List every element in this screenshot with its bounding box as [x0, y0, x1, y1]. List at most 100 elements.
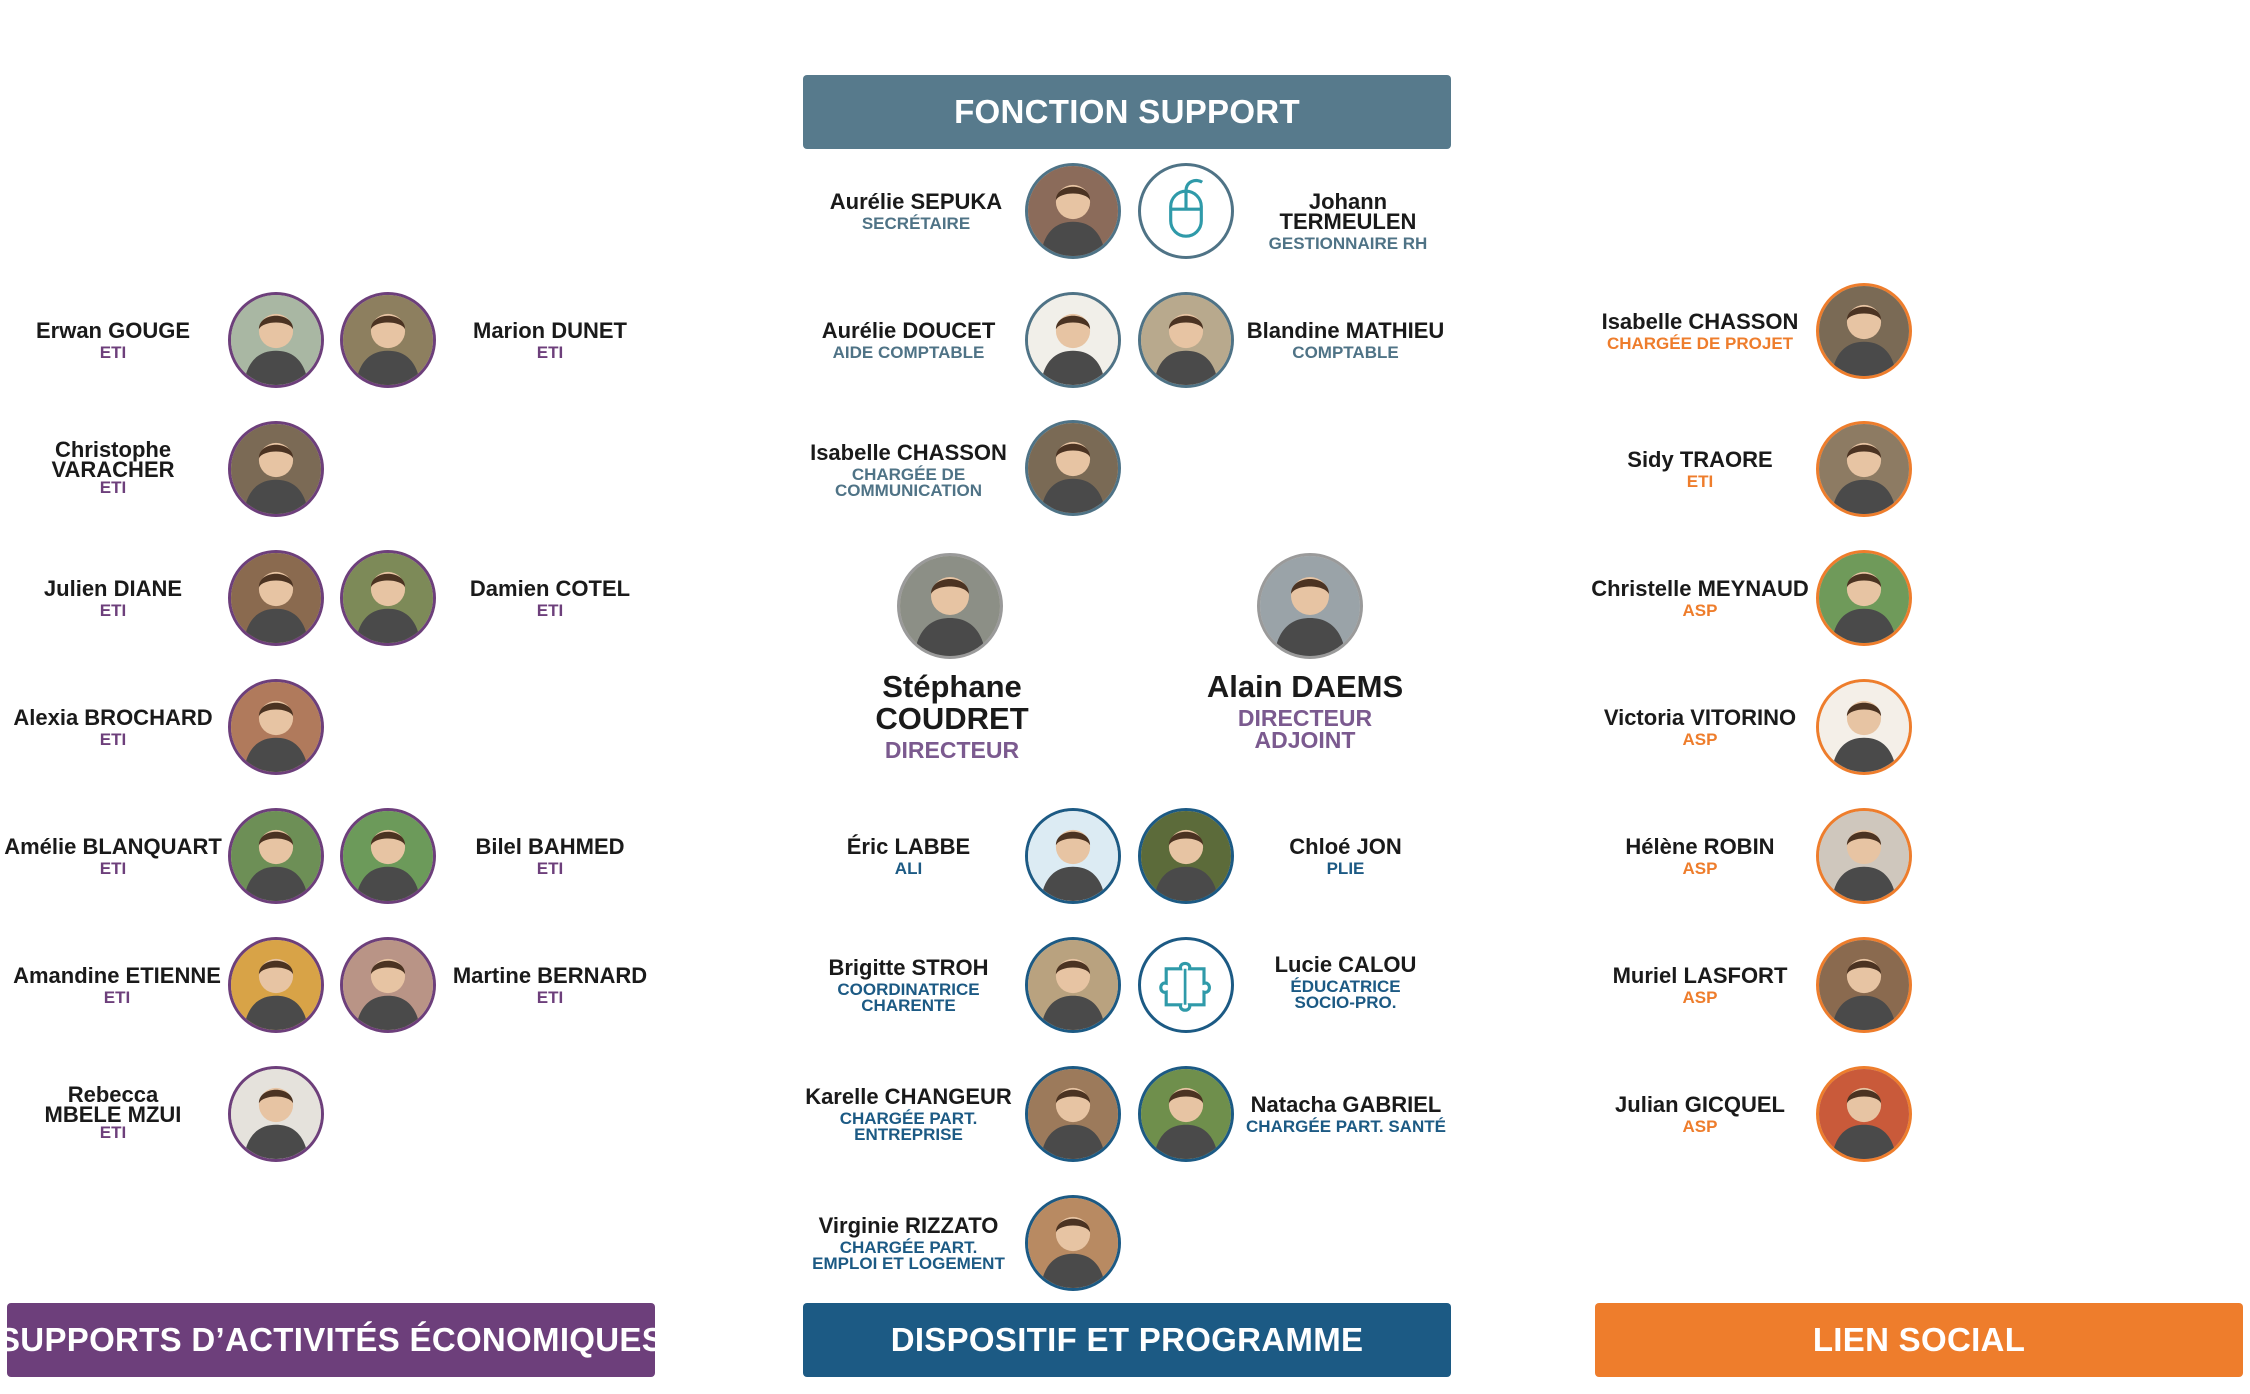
director-name: Stéphane COUDRET: [875, 669, 1029, 736]
person-name-line-1: Rebecca: [67, 1082, 159, 1107]
person-name: Sidy TRAORE: [1627, 447, 1773, 472]
director-role-line-1: DIRECTEUR: [1237, 705, 1373, 731]
avatar-bilel-bahmed: [340, 808, 436, 904]
avatar-blandine-mathieu: [1138, 292, 1234, 388]
avatar-eric-labbe: [1025, 808, 1121, 904]
person-rebecca-mbele-mzui: Rebecca MBELE MZUI ETI: [8, 1082, 218, 1142]
person-name: Aurélie SEPUKA: [829, 189, 1003, 214]
computer-mouse-icon: [1169, 178, 1204, 238]
person-role-line-2: COMMUNICATION: [835, 481, 982, 500]
avatar-amandine-etienne: [228, 937, 324, 1033]
person-name-line-2: VARACHER: [51, 457, 175, 482]
person-role-line-1: CHARGÉE PART.: [839, 1109, 978, 1128]
avatar-aurelie-sepuka: [1025, 163, 1121, 259]
person-natacha-gabriel: Natacha GABRIEL CHARGÉE PART. SANTÉ: [1236, 1092, 1456, 1136]
avatar-alain-daems: [1257, 553, 1363, 659]
avatar-brigitte-stroh: [1025, 937, 1121, 1033]
person-role: ASP: [1682, 988, 1718, 1007]
person-amandine-etienne: Amandine ETIENNE ETI: [4, 963, 230, 1007]
person-name: Chloé JON: [1289, 834, 1402, 859]
person-name: Karelle CHANGEUR: [805, 1084, 1012, 1109]
person-name: Lucie CALOU: [1274, 952, 1417, 977]
person-name: Julien DIANE: [43, 576, 183, 601]
person-role-line-2: SOCIO-PRO.: [1294, 993, 1397, 1012]
person-name: Virginie RIZZATO: [818, 1213, 999, 1238]
person-role: ETI: [103, 988, 131, 1007]
person-christelle-meynaud: Christelle MEYNAUD ASP: [1590, 578, 1810, 620]
avatar-alexia-brochard: [228, 679, 324, 775]
avatar-natacha-gabriel: [1138, 1066, 1234, 1162]
person-role: ETI: [536, 859, 564, 878]
person-role-line-1: COORDINATRICE: [837, 980, 980, 999]
avatar-muriel-lasfort: [1816, 937, 1912, 1033]
person-marion-dunet: Marion DUNET ETI: [445, 318, 655, 362]
director-role-line-2: ADJOINT: [1254, 727, 1356, 753]
person-muriel-lasfort: Muriel LASFORT ASP: [1595, 965, 1805, 1007]
person-role: ASP: [1682, 859, 1718, 878]
person-name: Johann TERMEULEN: [1279, 189, 1417, 234]
avatar-martine-bernard: [340, 937, 436, 1033]
avatar-sidy-traore: [1816, 421, 1912, 517]
person-christophe-varacher: Christophe VARACHER ETI: [8, 437, 218, 497]
person-julian-gicquel: Julian GICQUEL ASP: [1595, 1094, 1805, 1136]
avatar-victoria-vitorino: [1816, 679, 1912, 775]
person-eric-labbe: Éric LABBE ALI: [811, 836, 1006, 878]
person-role: ETI: [536, 601, 564, 620]
person-role-line-1: ÉDUCATRICE: [1290, 977, 1401, 996]
banner-supports-activites: SUPPORTS D’ACTIVITÉS ÉCONOMIQUES: [0, 1303, 664, 1377]
puzzle-icon: [1159, 961, 1211, 1012]
person-isabelle-chasson: Isabelle CHASSON CHARGÉE DE PROJET: [1595, 309, 1805, 353]
person-role: ASP: [1682, 730, 1718, 749]
person-name: Isabelle CHASSON: [1601, 309, 1799, 334]
person-julien-diane: Julien DIANE ETI: [8, 576, 218, 620]
person-role: ETI: [99, 478, 127, 497]
avatar-isabelle-chasson: [1816, 283, 1912, 379]
avatar-julien-diane: [228, 550, 324, 646]
person-name: Isabelle CHASSON: [810, 440, 1007, 465]
person-role: CHARGÉE PART. SANTÉ: [1246, 1117, 1446, 1136]
avatar-aurelie-doucet: [1025, 292, 1121, 388]
person-bilel-bahmed: Bilel BAHMED ETI: [445, 836, 655, 878]
person-role: CHARGÉE DE PROJET: [1606, 334, 1794, 353]
person-stephane-coudret: Stéphane COUDRET DIRECTEUR: [802, 669, 1102, 762]
person-aurelie-sepuka: Aurélie SEPUKA SECRÉTAIRE: [811, 189, 1021, 233]
person-role: GESTIONNAIRE RH: [1268, 234, 1428, 253]
avatar-helene-robin: [1816, 808, 1912, 904]
person-name: Brigitte STROH: [828, 955, 989, 980]
person-name-line-1: Christophe: [54, 437, 172, 462]
avatar-christelle-meynaud: [1816, 550, 1912, 646]
person-alexia-brochard: Alexia BROCHARD ETI: [0, 705, 226, 749]
person-role: AIDE COMPTABLE: [832, 343, 985, 362]
person-name: Marion DUNET: [473, 318, 627, 343]
person-name: Amélie BLANQUART: [4, 834, 222, 859]
person-role: ETI: [99, 859, 127, 878]
avatar-damien-cotel: [340, 550, 436, 646]
banner-fonction-support: FONCTION SUPPORT: [803, 75, 1451, 149]
person-role-line-2: ENTREPRISE: [854, 1125, 963, 1144]
person-martine-bernard: Martine BERNARD ETI: [440, 965, 660, 1007]
person-name: Aurélie DOUCET: [821, 318, 996, 343]
person-role: SECRÉTAIRE: [861, 214, 971, 233]
director-name: Alain DAEMS: [1206, 669, 1404, 704]
banner-lien-social: LIEN SOCIAL: [1595, 1303, 2243, 1377]
avatar-karelle-changeur: [1025, 1066, 1121, 1162]
person-johann-termeulen: Johann TERMEULEN GESTIONNAIRE RH: [1238, 189, 1458, 253]
person-chloe-jon: Chloé JON PLIE: [1238, 834, 1453, 878]
avatar-virginie-rizzato: [1025, 1195, 1121, 1291]
person-name: Amandine ETIENNE: [13, 963, 221, 988]
avatar-christophe-varacher: [228, 421, 324, 517]
person-helene-robin: Hélène ROBIN ASP: [1595, 836, 1805, 878]
avatar-isabelle-chasson-com: [1025, 420, 1121, 516]
person-brigitte-stroh: Brigitte STROH COORDINATRICE CHARENTE: [811, 955, 1006, 1015]
person-name: Alexia BROCHARD: [13, 705, 213, 730]
avatar-johann-termeulen: [1138, 163, 1234, 259]
person-victoria-vitorino: Victoria VITORINO ASP: [1595, 707, 1805, 749]
avatar-lucie-calou: [1138, 937, 1234, 1033]
person-erwan-gouge: Erwan GOUGE ETI: [8, 318, 218, 362]
person-name: Erwan GOUGE: [35, 318, 191, 343]
person-role: ETI: [99, 601, 127, 620]
person-isabelle-chasson-com: Isabelle CHASSON CHARGÉE DE COMMUNICATIO…: [801, 440, 1016, 500]
person-name: Natacha GABRIEL: [1250, 1092, 1442, 1117]
avatar-erwan-gouge: [228, 292, 324, 388]
avatar-marion-dunet: [340, 292, 436, 388]
